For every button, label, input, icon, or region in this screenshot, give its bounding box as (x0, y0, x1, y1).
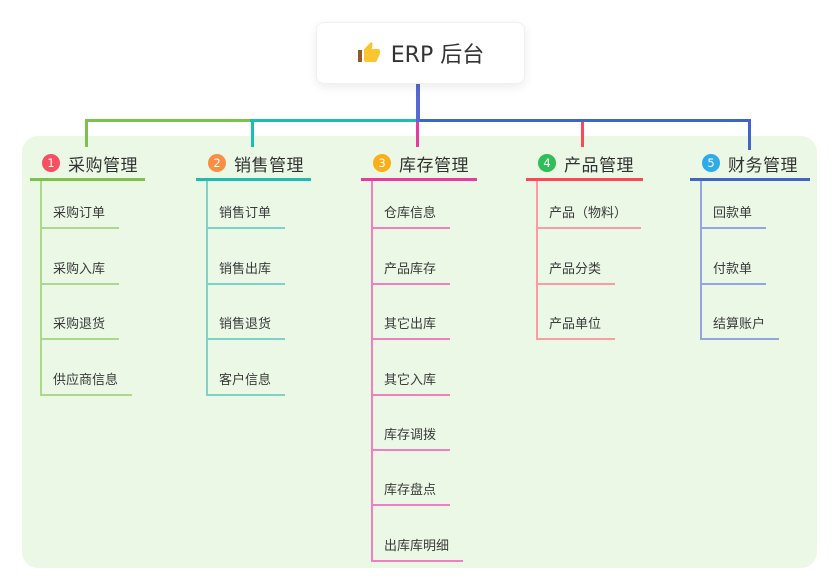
connector-drop-branch-4 (581, 122, 584, 147)
branch-title-label: 产品管理 (564, 155, 634, 176)
child-node[interactable]: 仓库信息 (371, 201, 451, 229)
mindmap-panel (22, 136, 817, 568)
branch-title-label: 库存管理 (399, 155, 469, 176)
branch-number-badge: 5 (702, 154, 720, 172)
connector-horizontal-right (417, 119, 750, 122)
child-node[interactable]: 采购订单 (40, 201, 120, 229)
branch-number-badge: 3 (373, 154, 391, 172)
branch-title-2[interactable]: 2 销售管理 (196, 148, 311, 181)
connector-root-vertical (416, 82, 420, 122)
child-node[interactable]: 产品（物料） (536, 201, 642, 229)
child-node[interactable]: 产品库存 (371, 257, 451, 285)
child-node[interactable]: 销售退货 (206, 312, 286, 340)
branch-title-3[interactable]: 3 库存管理 (361, 148, 477, 181)
child-node[interactable]: 回款单 (700, 201, 767, 229)
branch-title-4[interactable]: 4 产品管理 (526, 148, 643, 181)
child-node[interactable]: 采购退货 (40, 312, 120, 340)
connector-drop-branch-5 (748, 119, 751, 150)
connector-drop-branch-2 (251, 119, 254, 147)
branch-spine-line (700, 181, 702, 340)
thumbs-up-icon (357, 42, 380, 62)
child-node[interactable]: 产品分类 (536, 257, 616, 285)
connector-horizontal-left (85, 119, 252, 122)
branch-title-label: 销售管理 (234, 155, 304, 176)
branch-spine-line (40, 181, 42, 396)
connector-drop-branch-3 (416, 122, 419, 147)
branch-spine-line (206, 181, 208, 396)
branch-number-badge: 4 (538, 154, 556, 172)
branch-spine-line (371, 181, 373, 562)
child-node[interactable]: 其它入库 (371, 368, 451, 396)
root-node-label: ERP 后台 (390, 43, 485, 68)
child-node[interactable]: 其它出库 (371, 312, 451, 340)
child-node[interactable]: 销售出库 (206, 257, 286, 285)
child-node[interactable]: 库存盘点 (371, 478, 451, 506)
child-node[interactable]: 库存调拨 (371, 423, 451, 451)
branch-title-label: 财务管理 (728, 155, 798, 176)
child-node[interactable]: 客户信息 (206, 368, 286, 396)
child-node[interactable]: 付款单 (700, 257, 767, 285)
branch-number-badge: 2 (208, 154, 226, 172)
branch-title-1[interactable]: 1 采购管理 (30, 148, 145, 181)
branch-title-5[interactable]: 5 财务管理 (690, 148, 810, 181)
connector-drop-branch-1 (85, 119, 88, 147)
branch-spine-line (536, 181, 538, 340)
branch-number-badge: 1 (42, 154, 60, 172)
root-node[interactable]: ERP 后台 (316, 22, 525, 84)
branch-title-label: 采购管理 (68, 155, 138, 176)
child-node[interactable]: 出库库明细 (371, 534, 464, 562)
child-node[interactable]: 销售订单 (206, 201, 286, 229)
child-node[interactable]: 产品单位 (536, 312, 616, 340)
child-node[interactable]: 结算账户 (700, 312, 780, 340)
child-node[interactable]: 采购入库 (40, 257, 120, 285)
child-node[interactable]: 供应商信息 (40, 368, 133, 396)
connector-horizontal-middle (250, 119, 418, 122)
